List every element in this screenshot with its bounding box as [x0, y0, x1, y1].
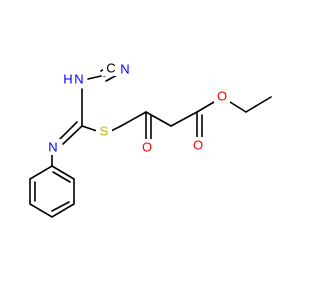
ester-o-bg	[214, 88, 230, 104]
imine-n-bg	[45, 139, 61, 155]
bond-central-c-sulfur	[81, 125, 98, 132]
sulfur-bg	[96, 124, 112, 140]
phenyl-ring	[29, 165, 75, 218]
imine-n-label: N	[48, 140, 57, 155]
bond-ester-c-o	[196, 101, 215, 113]
atom-label-layer: N C H N N S O O O	[45, 60, 230, 155]
bond-ch2-carbonyl	[120, 111, 147, 127]
nitrile-n-bg	[117, 61, 133, 77]
amine-h-label: H	[63, 72, 72, 87]
bond-layer	[29, 63, 272, 218]
bond-ch2-ester-c	[170, 111, 198, 127]
sulfur-label: S	[100, 124, 109, 139]
ester-o-label: O	[217, 89, 227, 104]
ketone-o-bg	[139, 139, 155, 155]
nitrile-n-label: N	[120, 62, 129, 77]
nitrile-c-label: C	[106, 61, 115, 76]
molecule-structure: N C H N N S O O O	[29, 60, 272, 218]
ester-carbonyl-o-label: O	[193, 138, 203, 153]
bond-imine-double-2	[59, 121, 78, 140]
bond-carbonyl-ch2	[145, 111, 172, 127]
amine-n-label: N	[74, 72, 83, 87]
ester-carbonyl-o-bg	[190, 137, 206, 153]
nitrile-c-bg	[103, 60, 119, 76]
bond-imine-double-1	[62, 125, 83, 145]
bond-o-ethyl-ch2	[229, 101, 247, 113]
bond-sulfur-ch2	[110, 125, 122, 132]
bond-ethyl-ch2-ch3	[245, 96, 272, 113]
phenyl-double-2	[51, 201, 70, 212]
bond-nh-nitrile-c	[87, 75, 102, 80]
ketone-o-label: O	[142, 140, 152, 155]
phenyl-double-1	[52, 171, 71, 183]
amine-n-bg	[60, 70, 86, 88]
